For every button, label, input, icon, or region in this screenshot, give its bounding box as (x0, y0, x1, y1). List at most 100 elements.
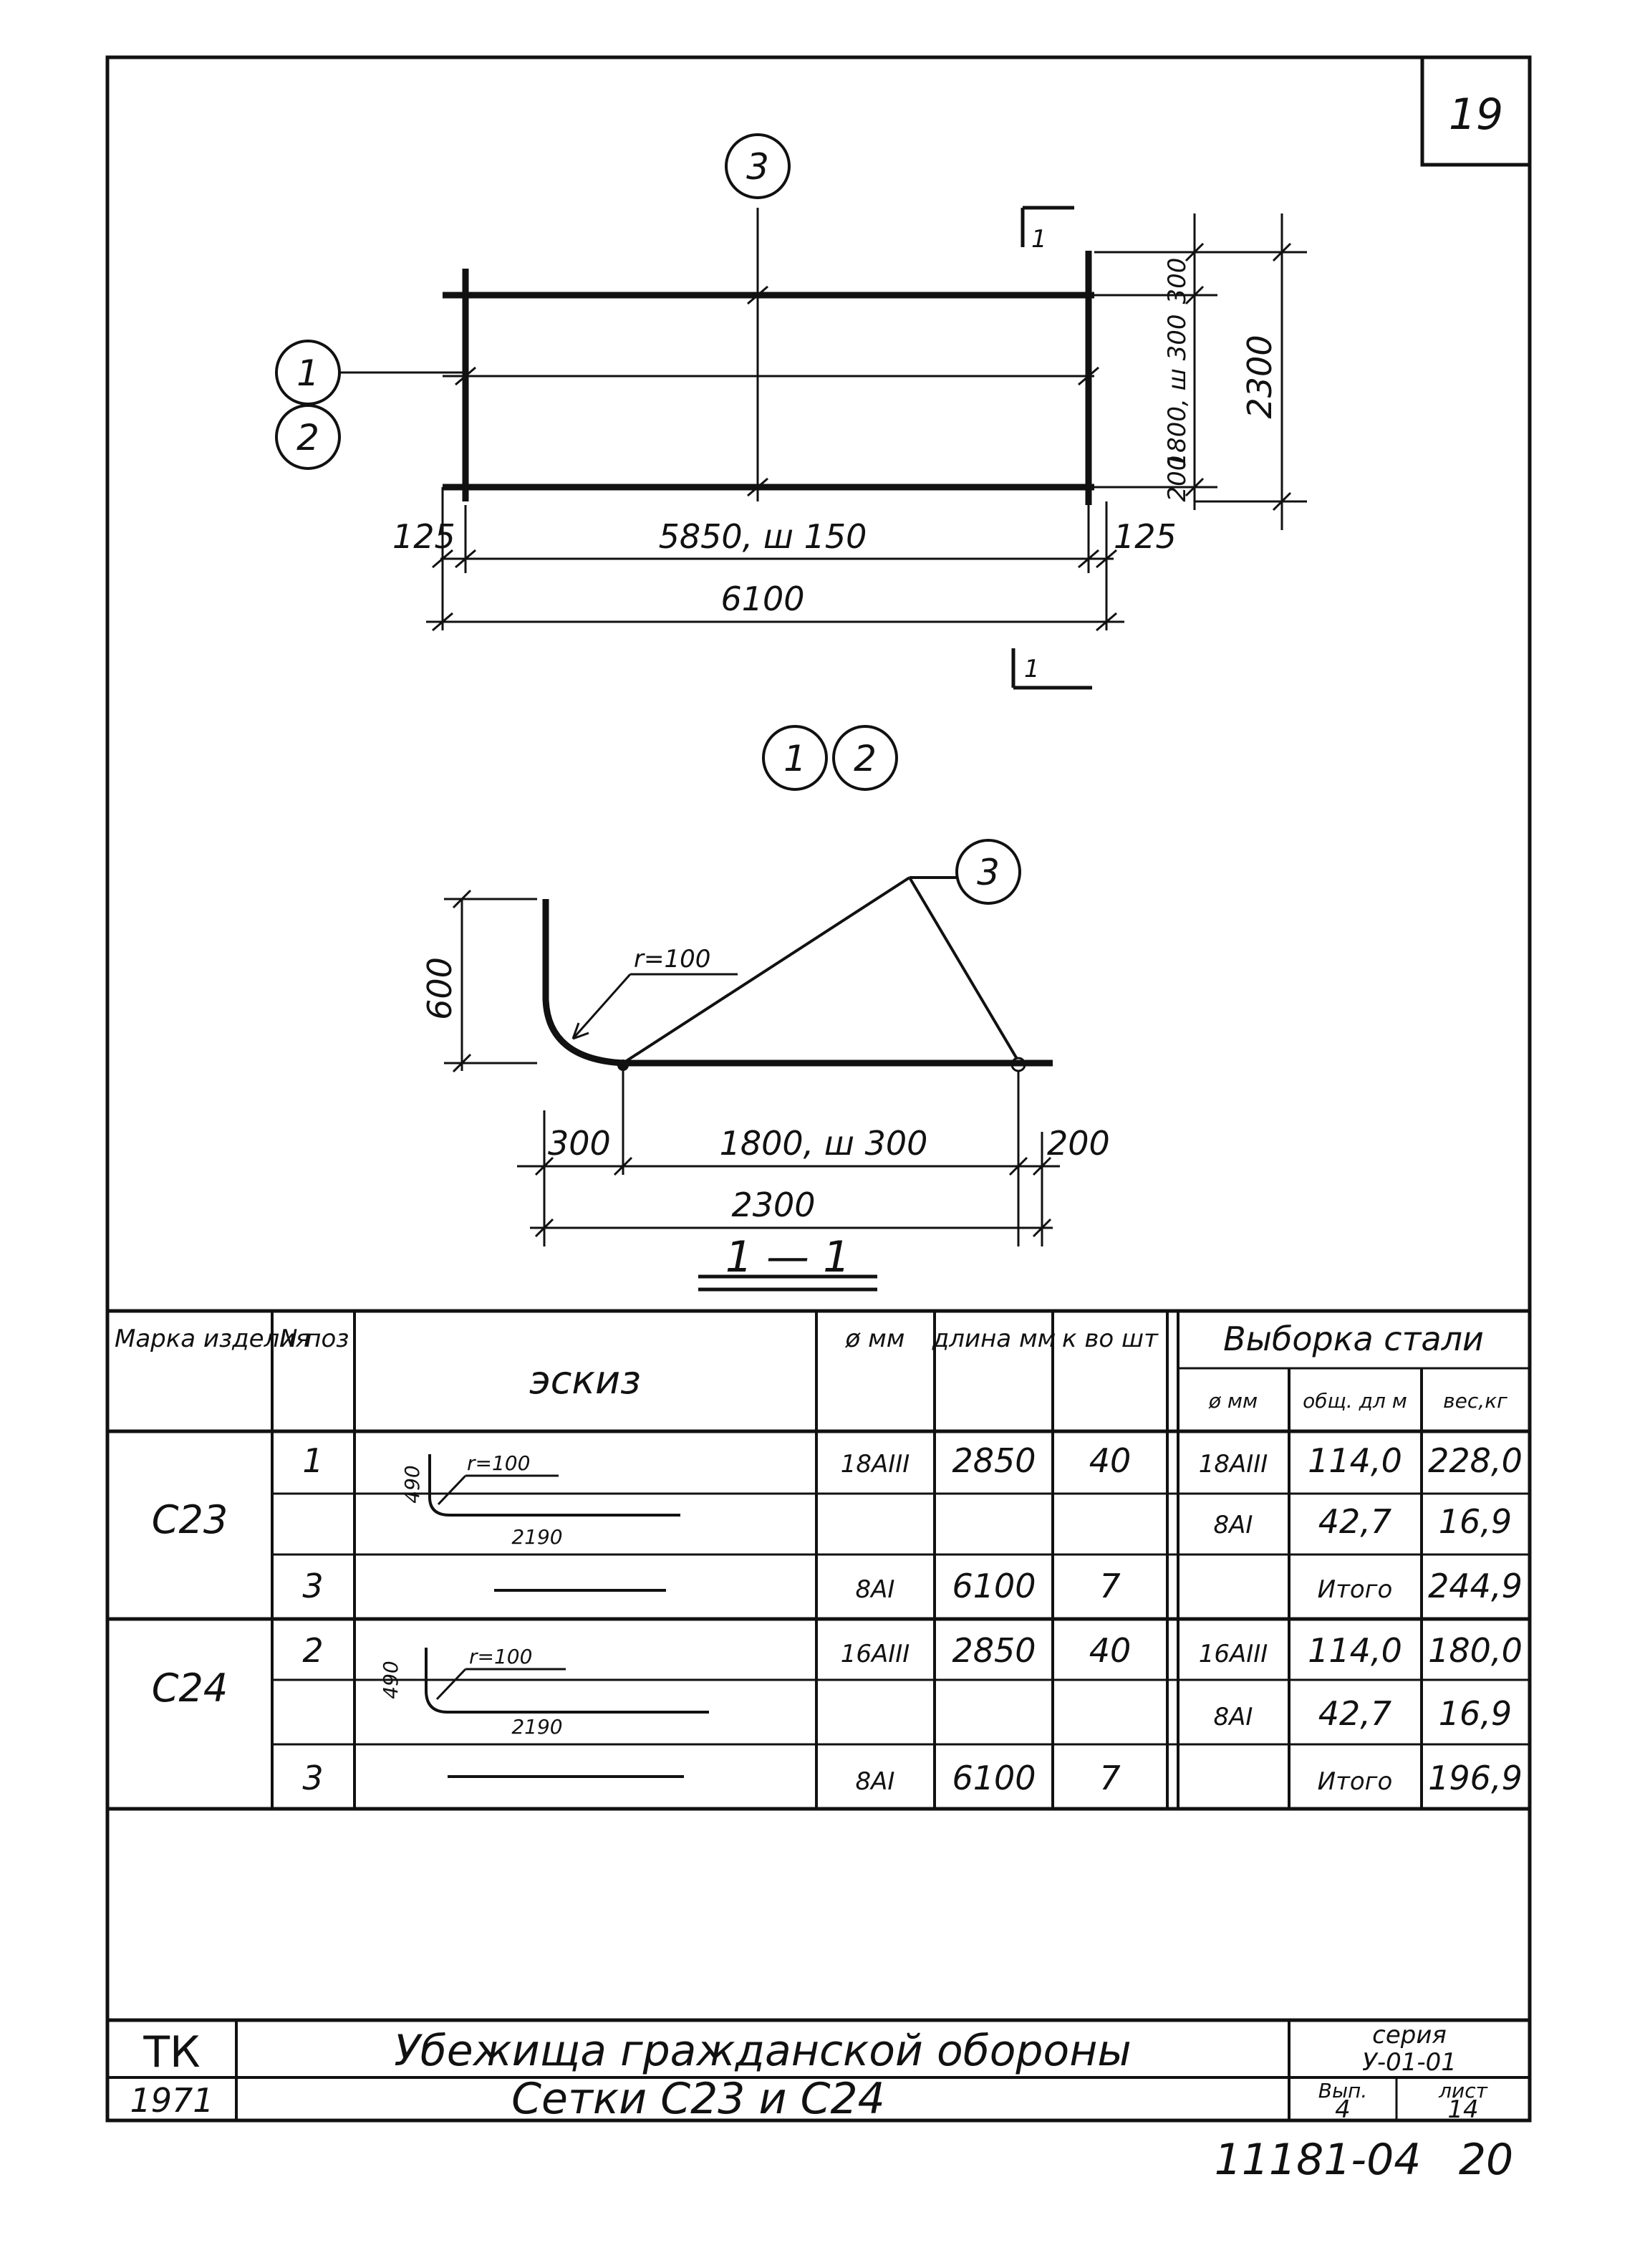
svg-text:3: 3 (746, 146, 769, 188)
plan-view: 3 1 2 1 1 125 5850, ш 150 125 (275, 133, 1307, 690)
svg-text:196,9: 196,9 (1428, 1759, 1523, 1797)
svg-text:8АI: 8АI (1214, 1511, 1253, 1539)
svg-text:2: 2 (302, 1631, 323, 1670)
svg-text:600: 600 (420, 957, 459, 1020)
table-group-c24: С24 r=100 490 2190 2 16АIII 2850 40 16АI… (152, 1631, 1523, 1797)
svg-text:3: 3 (302, 1567, 323, 1605)
svg-text:40: 40 (1089, 1441, 1132, 1480)
doc-number: 11181-04 (1215, 2135, 1422, 2185)
svg-text:длина мм: длина мм (932, 1325, 1056, 1353)
svg-text:42,7: 42,7 (1318, 1502, 1391, 1541)
svg-text:7: 7 (1099, 1759, 1120, 1797)
section-callout-1 (762, 725, 828, 791)
svg-text:Итого: Итого (1318, 1575, 1393, 1604)
section-title: 1 — 1 (725, 1232, 851, 1282)
svg-text:8АI: 8АI (1214, 1703, 1253, 1731)
mark-c24: С24 (152, 1666, 228, 1711)
svg-text:3: 3 (302, 1759, 323, 1797)
table-row: 3 8АI 6100 7 Итого 244,9 (302, 1567, 1522, 1605)
section-callout-2 (832, 725, 898, 791)
plan-callout-2 (275, 404, 341, 470)
svg-text:ø мм: ø мм (1208, 1389, 1258, 1413)
svg-text:2: 2 (854, 738, 877, 779)
svg-text:1800, ш 300: 1800, ш 300 (720, 1124, 928, 1163)
svg-text:6100: 6100 (720, 580, 804, 618)
svg-text:125: 125 (1114, 517, 1177, 556)
svg-text:300: 300 (548, 1124, 611, 1163)
svg-text:228,0: 228,0 (1428, 1441, 1523, 1480)
org-code: ТК (143, 2027, 200, 2077)
svg-text:8АI: 8АI (856, 1575, 895, 1604)
table-row: 8АI 42,7 16,9 (1214, 1694, 1512, 1733)
svg-text:1: 1 (296, 352, 319, 394)
svg-text:7: 7 (1099, 1567, 1120, 1605)
svg-text:2300: 2300 (731, 1186, 815, 1224)
mark-c23: С23 (152, 1497, 228, 1542)
table-header: Марка изделия N поз эскиз ø мм длина мм … (115, 1320, 1507, 1413)
svg-text:6100: 6100 (952, 1567, 1036, 1605)
svg-text:244,9: 244,9 (1428, 1567, 1523, 1605)
svg-text:серия: серия (1372, 2021, 1447, 2050)
svg-text:18АIII: 18АIII (841, 1450, 910, 1479)
svg-text:ø мм: ø мм (845, 1325, 905, 1353)
table-row: 3 8АI 6100 7 Итого 196,9 (302, 1759, 1522, 1797)
sheet-frame (105, 55, 1532, 2123)
series-number: У-01-01 (1362, 2048, 1457, 2077)
svg-text:r=100: r=100 (469, 1645, 532, 1668)
svg-text:2300: 2300 (1240, 335, 1279, 418)
svg-text:42,7: 42,7 (1318, 1694, 1391, 1733)
svg-text:114,0: 114,0 (1308, 1631, 1402, 1670)
svg-text:5850, ш 150: 5850, ш 150 (659, 517, 867, 556)
svg-text:300: 300 (1163, 258, 1192, 304)
page-number: 20 (1459, 2135, 1513, 2185)
svg-text:1: 1 (1031, 225, 1047, 254)
section-callout-3 (955, 839, 1021, 905)
svg-text:N поз: N поз (279, 1325, 349, 1353)
svg-text:2190: 2190 (511, 1525, 562, 1549)
section-drawing: r=100 600 300 1800, ш 300 200 2300 1 — 1 (420, 876, 1110, 1292)
svg-text:Марка изделия: Марка изделия (115, 1325, 310, 1353)
svg-text:6100: 6100 (952, 1759, 1036, 1797)
svg-text:490: 490 (400, 1465, 424, 1503)
spec-table: Марка изделия N поз эскиз ø мм длина мм … (107, 1309, 1530, 1811)
svg-text:Вып.: Вып. (1318, 2079, 1368, 2103)
section-view: 1 2 3 (762, 725, 1021, 905)
svg-text:общ. дл м: общ. дл м (1303, 1389, 1407, 1413)
issue-number: 4 (1335, 2095, 1351, 2124)
svg-text:180,0: 180,0 (1428, 1631, 1523, 1670)
svg-text:2850: 2850 (952, 1631, 1036, 1670)
svg-text:2850: 2850 (952, 1441, 1036, 1480)
table-row: 8АI 42,7 16,9 (1214, 1502, 1512, 1541)
section-marker-bottom: 1 (1011, 648, 1092, 690)
svg-text:114,0: 114,0 (1308, 1441, 1402, 1480)
svg-text:16АIII: 16АIII (1199, 1640, 1268, 1668)
svg-text:1: 1 (302, 1441, 323, 1480)
svg-text:8АI: 8АI (856, 1767, 895, 1796)
svg-text:16АIII: 16АIII (841, 1640, 910, 1668)
svg-text:Итого: Итого (1318, 1767, 1393, 1796)
svg-text:к во шт: к во шт (1062, 1325, 1159, 1353)
svg-text:1: 1 (783, 738, 806, 779)
sheet-number-box: 19 (1420, 55, 1532, 167)
plan-callout-3 (725, 133, 791, 199)
svg-text:лист: лист (1438, 2079, 1487, 2103)
table-row: 1 18АIII 2850 40 18АIII 114,0 228,0 (302, 1441, 1522, 1480)
svg-text:200: 200 (1047, 1124, 1110, 1163)
svg-text:3: 3 (977, 852, 1000, 893)
sheet-count: 14 (1447, 2095, 1478, 2124)
section-marker-top: 1 (1021, 206, 1074, 254)
svg-text:эскиз: эскиз (529, 1358, 641, 1403)
year: 1971 (130, 2081, 213, 2120)
svg-text:2: 2 (296, 417, 319, 458)
section-radius: r=100 (634, 945, 710, 974)
svg-text:r=100: r=100 (467, 1451, 530, 1475)
svg-text:вес,кг: вес,кг (1443, 1389, 1507, 1413)
svg-text:200: 200 (1163, 456, 1192, 502)
svg-text:18АIII: 18АIII (1199, 1450, 1268, 1479)
svg-text:125: 125 (392, 517, 455, 556)
svg-text:1800, ш 300: 1800, ш 300 (1163, 314, 1192, 469)
svg-text:16,9: 16,9 (1439, 1694, 1512, 1733)
sheet-number: 19 (1449, 90, 1503, 140)
table-row: 2 16АIII 2850 40 16АIII 114,0 180,0 (302, 1631, 1522, 1670)
